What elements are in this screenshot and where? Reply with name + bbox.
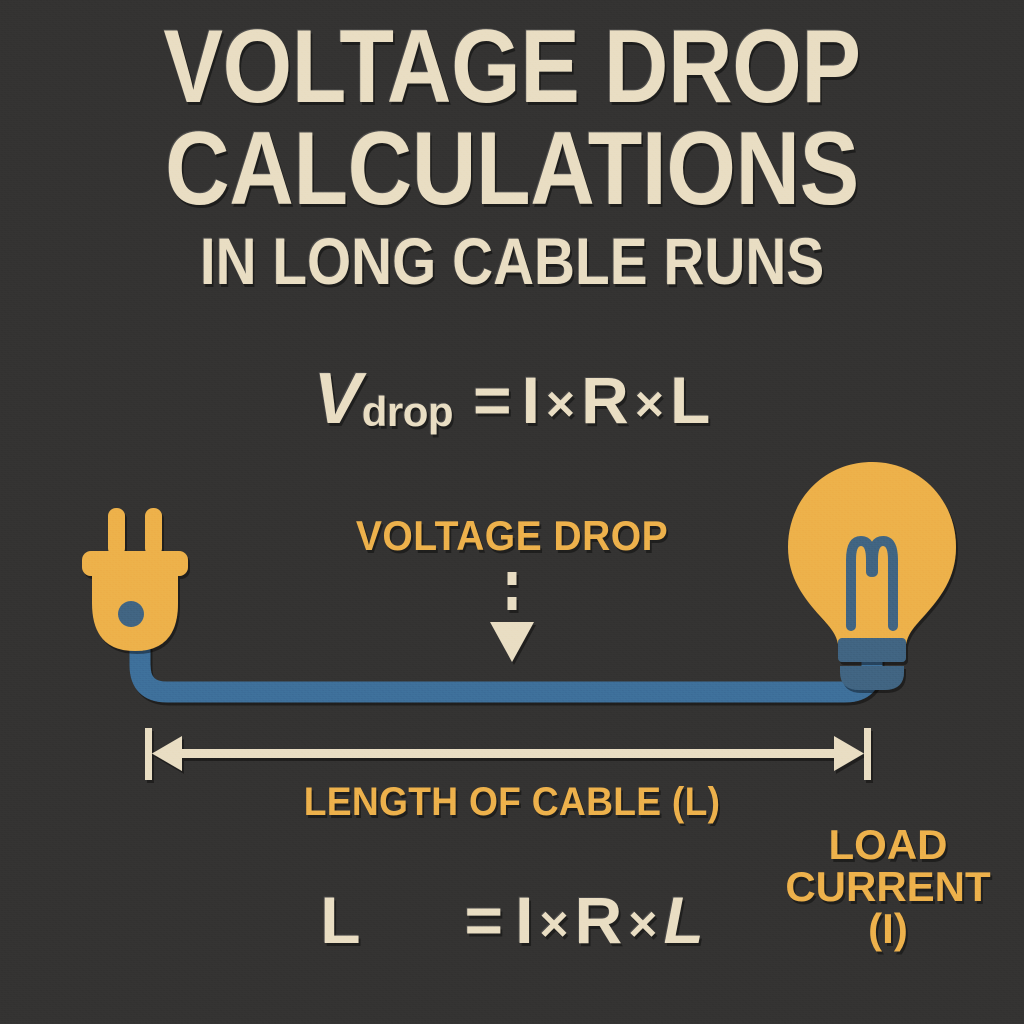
formula-term-resistance: R [574, 883, 623, 957]
page-title: VOLTAGE DROP CALCULATIONS IN LONG CABLE … [0, 9, 1024, 298]
formula-term-length: L [663, 883, 704, 957]
load-current-line-1: LOAD [828, 821, 948, 868]
dashed-down-arrow-icon [490, 572, 534, 662]
dimension-tick-right [864, 728, 871, 780]
title-line-1: VOLTAGE DROP [163, 9, 861, 125]
formula-term-resistance: R [581, 363, 629, 437]
bulb-base-collar [838, 638, 906, 662]
multiply-icon: × [539, 896, 569, 952]
title-line-2: CALCULATIONS [165, 110, 859, 227]
dimension-shaft [160, 749, 856, 758]
title-line-3: IN LONG CABLE RUNS [199, 223, 825, 298]
formula-length: L=I×R×L [0, 882, 1024, 958]
formula-equals: = [473, 363, 512, 437]
multiply-icon: × [628, 896, 658, 952]
plug-prong-left [108, 508, 125, 556]
bulb-base-tip [840, 666, 904, 690]
formula-equals: = [464, 883, 504, 957]
length-of-cable-label: LENGTH OF CABLE (L) [303, 780, 721, 824]
bulb-filament [846, 535, 898, 631]
electrical-plug-icon [82, 508, 188, 651]
plug-flange [82, 551, 188, 576]
plug-center-dot [118, 601, 144, 627]
double-headed-dimension-arrow [145, 728, 871, 780]
formula-term-current: I [515, 883, 534, 957]
formula-voltage-drop: Vdrop=I×R×L [0, 358, 1024, 440]
dimension-arrowhead-left [152, 736, 182, 771]
formula-term-current: I [521, 363, 540, 437]
multiply-icon: × [634, 376, 664, 432]
load-current-line-3: (I) [868, 905, 908, 952]
arrow-head-down [490, 622, 534, 662]
multiply-icon: × [545, 376, 576, 432]
formula-subscript-drop: drop [361, 387, 454, 435]
dimension-tick-left [145, 728, 152, 780]
formula-lead-symbol: L [320, 883, 361, 957]
formula-symbol-v: V [313, 359, 362, 439]
light-bulb-icon [788, 462, 956, 690]
dimension-arrowhead-right [834, 736, 864, 771]
voltage-drop-label: VOLTAGE DROP [355, 512, 669, 559]
plug-prong-right [145, 508, 162, 556]
load-current-label: LOAD CURRENT (I) [760, 824, 1016, 950]
formula-term-length: L [669, 363, 711, 437]
load-current-line-2: CURRENT [785, 863, 991, 910]
